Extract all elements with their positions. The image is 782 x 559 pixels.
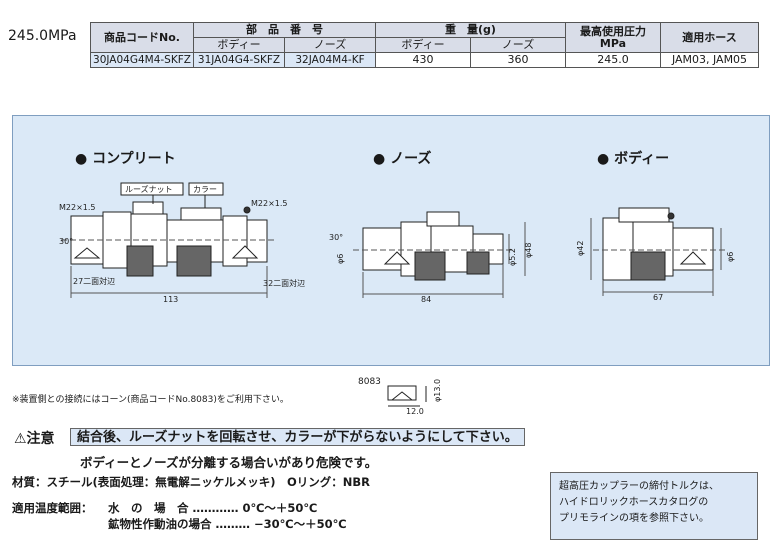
subheader-weight-body: ボディー	[375, 37, 471, 53]
temp-oil: 鉱物性作動油の場合 ……… −30℃～＋50℃	[108, 517, 347, 531]
body-d6: φ6	[726, 252, 735, 262]
cone-drawing: 12.0 φ13.0	[387, 379, 442, 416]
nose-d48: φ48	[524, 243, 533, 258]
pressure-rating: 245.0MPa	[8, 28, 77, 44]
complete-length: 113	[163, 295, 178, 304]
header-max-pressure: 最高使用圧力 MPa	[565, 22, 661, 53]
torque-line-2: ハイドロリックホースカタログの	[559, 497, 709, 508]
complete-drawing	[61, 182, 275, 298]
header-code: 商品コードNo.	[90, 22, 194, 53]
body-title: ● ボディー	[597, 151, 670, 167]
cell-nose-part: 32JA04M4-KF	[284, 52, 376, 68]
header-max-pressure-line1: 最高使用圧力	[580, 24, 646, 38]
material-info: 材質：スチール(表面処理：無電解ニッケルメッキ) Oリング：NBR	[12, 475, 371, 489]
cone-note: ※装置側との接続にはコーン(商品コードNo.8083)をご利用下さい。	[12, 395, 289, 405]
subheader-weight-nose: ノーズ	[470, 37, 566, 53]
nose-title: ● ノーズ	[373, 151, 432, 167]
header-max-pressure-line2: MPa	[599, 36, 627, 50]
complete-hex27: 27二面対辺	[73, 276, 115, 286]
loose-nut-label: ルーズナット	[125, 184, 173, 194]
cell-body-part: 31JA04G4-SKFZ	[193, 52, 285, 68]
header-part-number: 部 品 番 号	[193, 22, 376, 38]
complete-m22-right: M22×1.5	[251, 199, 288, 208]
drawing-panel: ● コンプリート ● ノーズ ● ボディー M22×	[12, 115, 770, 366]
subheader-body: ボディー	[193, 37, 285, 53]
complete-m22-left: M22×1.5	[59, 203, 96, 212]
temp-range-label: 適用温度範囲：	[12, 501, 93, 515]
cone-len: 12.0	[406, 407, 424, 416]
nose-length: 84	[421, 295, 431, 304]
caution-label: ⚠注意	[14, 431, 55, 447]
header-hose: 適用ホース	[660, 22, 759, 53]
spec-table: 商品コードNo. 部 品 番 号 重 量(g) 最高使用圧力 MPa 適用ホース…	[90, 22, 759, 68]
cell-code: 30JA04G4M4-SKFZ	[90, 52, 194, 68]
nose-drawing	[353, 211, 526, 298]
cell-weight-nose: 360	[470, 52, 566, 68]
cone-dia: φ13.0	[433, 379, 442, 402]
body-drawing	[590, 207, 725, 296]
nose-d52: φ5.2	[508, 248, 517, 266]
complete-angle: 30°	[59, 237, 73, 246]
temp-water: 水 の 場 合 ………… 0℃～＋50℃	[108, 501, 318, 515]
complete-title: ● コンプリート	[75, 151, 176, 167]
body-length: 67	[653, 293, 663, 302]
body-d42: φ42	[576, 241, 585, 256]
complete-hex32: 32二面対辺	[263, 278, 305, 288]
cone-code: 8083	[358, 377, 381, 387]
collar-label: カラー	[193, 185, 217, 194]
subheader-nose: ノーズ	[284, 37, 376, 53]
table-row: 30JA04G4M4-SKFZ 31JA04G4-SKFZ 32JA04M4-K…	[90, 52, 759, 68]
nose-d6: φ6	[336, 254, 345, 264]
cell-weight-body: 430	[375, 52, 471, 68]
torque-line-1: 超高圧カップラーの締付トルクは、	[559, 481, 719, 492]
caution-detail: ボディーとノーズが分離する場合いがあり危険です。	[80, 455, 378, 470]
torque-line-3: プリモラインの項を参照下さい。	[559, 513, 709, 524]
caution-box: 結合後、ルーズナットを回転させ、カラーが下がらないようにして下さい。	[70, 428, 525, 446]
cell-hose: JAM03, JAM05	[660, 52, 759, 68]
header-weight: 重 量(g)	[375, 22, 566, 38]
cell-pressure: 245.0	[565, 52, 661, 68]
nose-angle: 30°	[329, 233, 343, 242]
technical-drawing: M22×1.5 M22×1.5 30° 27二面対辺 32二面対辺 113 ルー…	[59, 182, 735, 304]
torque-note-box: 超高圧カップラーの締付トルクは、 ハイドロリックホースカタログの プリモラインの…	[550, 472, 758, 540]
